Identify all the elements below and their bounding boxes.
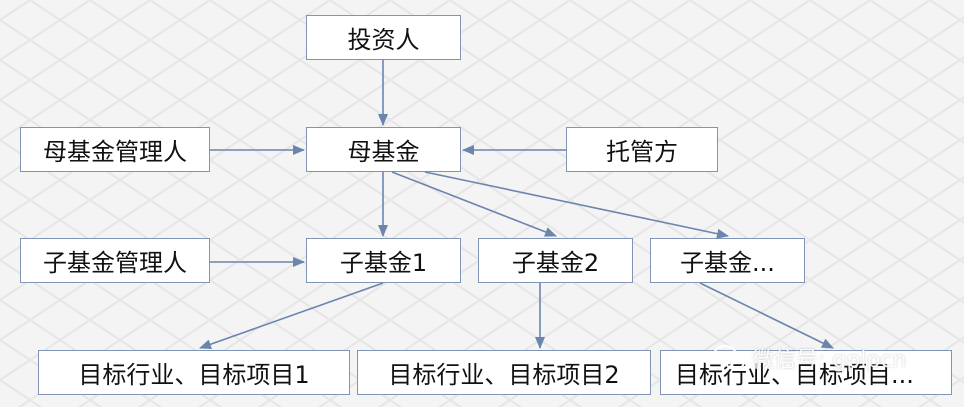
node-sub-fund-more: 子基金... (650, 238, 805, 283)
node-target-1: 目标行业、目标项目1 (38, 350, 350, 395)
watermark: 微信号: gplpcn (712, 340, 906, 376)
node-target-2: 目标行业、目标项目2 (357, 350, 651, 395)
wechat-icon (713, 345, 745, 370)
node-sub-fund-2: 子基金2 (478, 238, 633, 283)
node-custodian: 托管方 (566, 127, 718, 172)
watermark-text: 微信号: gplpcn (752, 348, 907, 373)
node-investor: 投资人 (306, 15, 461, 60)
node-sub-fund-1: 子基金1 (306, 238, 461, 283)
node-target-more: 目标行业、目标项目... (660, 350, 952, 395)
node-sub-fund-manager: 子基金管理人 (20, 238, 210, 283)
node-mother-fund-manager: 母基金管理人 (20, 127, 210, 172)
node-mother-fund: 母基金 (306, 127, 461, 172)
